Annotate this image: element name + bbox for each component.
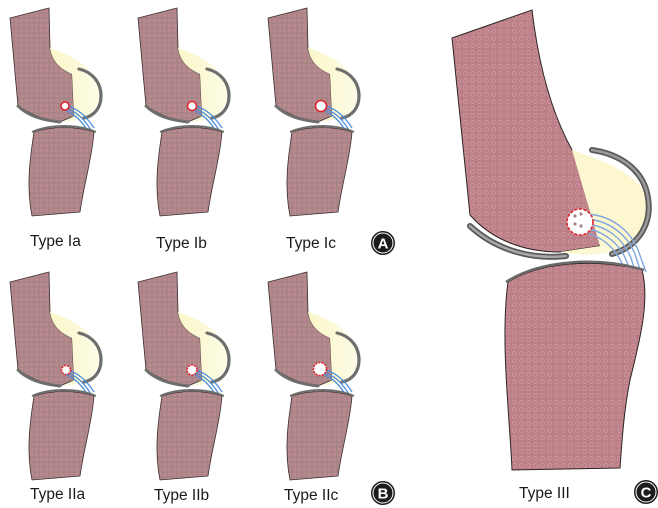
knee-type-iic (268, 272, 359, 480)
lesion-marker (61, 102, 69, 110)
knee-type-ia (10, 8, 101, 216)
svg-text:A: A (378, 236, 389, 253)
svg-text:B: B (378, 486, 389, 503)
lesion-marker (187, 365, 197, 375)
knee-type-ic (268, 8, 359, 216)
knee-type-iii (452, 10, 649, 470)
lesion-marker (316, 101, 327, 112)
knee-type-ib (138, 8, 229, 216)
badge-b: B (371, 481, 395, 505)
label-type-ib: Type Ib (156, 235, 207, 252)
svg-text:C: C (641, 485, 652, 502)
lesion-marker (314, 363, 327, 376)
knee-type-iib (138, 272, 229, 480)
lesion-marker (188, 102, 197, 111)
badge-c: C (634, 480, 658, 504)
label-type-iic: Type IIc (284, 487, 339, 504)
label-type-iii: Type III (519, 485, 570, 502)
label-type-ia: Type Ia (30, 233, 81, 250)
knee-type-iia (10, 272, 101, 480)
badge-a: A (371, 231, 395, 255)
lesion-marker (62, 366, 71, 375)
label-type-iib: Type IIb (154, 487, 209, 504)
label-type-iia: Type IIa (30, 486, 86, 503)
label-type-ic: Type Ic (286, 235, 336, 252)
